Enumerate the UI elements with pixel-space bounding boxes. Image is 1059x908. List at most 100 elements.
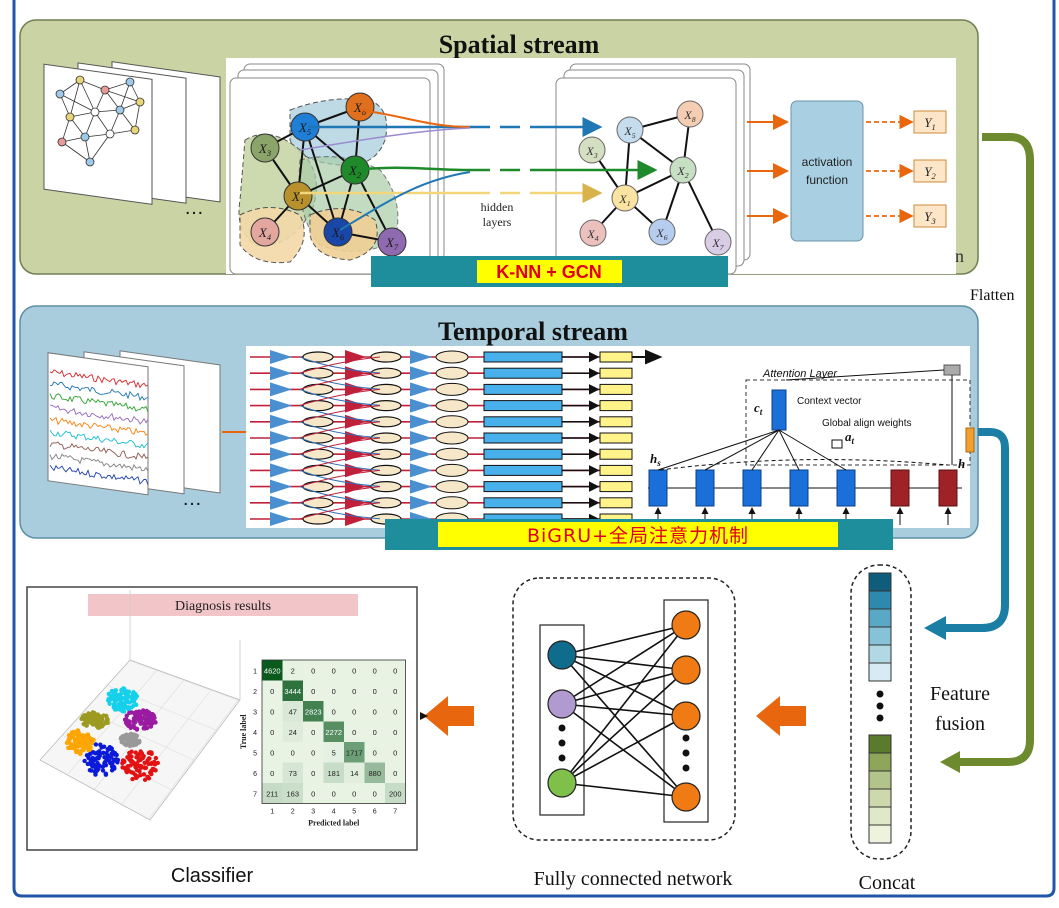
gcn-output-node-label: X3 [585,144,597,160]
scatter-point [124,713,129,718]
scatter-point [123,697,129,703]
scatter-point [101,722,106,727]
attention-layer: Attention Layer Context vector ct Global… [745,364,971,466]
scatter-point [147,721,153,727]
scatter-point [107,701,112,706]
scatter-point [87,718,92,724]
confusion-row-label: 2 [253,689,257,696]
scatter-point [79,748,84,754]
concat-spatial-cell [868,824,892,844]
scatter-point [145,774,150,779]
fc-input-neuron [547,768,577,798]
scatter-point [115,696,121,701]
confusion-cell [344,783,365,804]
confusion-cell [323,783,344,804]
scatter-point [100,768,106,773]
confusion-cell [323,721,344,742]
scatter-point [91,737,96,743]
confusion-value: 0 [311,666,315,675]
signal-input-stack [47,350,221,496]
bigru-hidden-block [483,367,563,379]
output-box [913,204,947,228]
mini-graph-node [125,77,135,87]
scatter-point [128,758,133,764]
encoder-state-block [695,469,715,507]
confusion-value: 0 [373,748,377,757]
ellipsis-dots: … [184,197,204,219]
concat-temporal-cell [868,590,892,610]
scatter-point [95,750,100,755]
confusion-cell [344,660,365,681]
temporal-to-concat-arrow [945,428,1009,632]
gcn-output-node-label: X8 [683,108,695,124]
scatter-point [80,733,86,738]
confusion-row-label: 3 [253,709,257,716]
scatter-point [104,751,109,756]
gcn-input-node-label: X2 [348,163,362,180]
spatial-banner-text: K-NN + GCN [496,262,602,282]
scatter-point [138,721,143,726]
scatter-point [148,750,153,755]
output-box [913,159,947,183]
signal-trace [49,393,149,413]
gcn-input-node-label: X4 [258,225,272,242]
attention-layer-title: Attention Layer [762,368,838,380]
mini-graph-node [85,157,95,167]
confusion-value: 0 [393,707,397,716]
scatter-point [112,707,118,712]
confusion-row-label: 6 [253,771,257,778]
scatter-point [96,766,101,772]
scatter-point [101,750,106,755]
confusion-value: 14 [350,769,358,778]
gcn-output-node [676,100,704,128]
scatter-point [135,752,141,757]
clipped-letter: n [955,246,964,266]
concat-temporal-cell [868,662,892,682]
activation-function-box [790,100,864,242]
confusion-value: 0 [352,666,356,675]
confusion-value: 0 [332,789,336,798]
confusion-col-label: 1 [270,809,274,816]
gcn-input-node-label: X1 [291,189,304,206]
context-vector-label: Context vector [797,396,862,407]
bigru-hidden-block [483,481,563,493]
confusion-value: 3444 [284,687,301,696]
classifier-label: Classifier [171,865,254,887]
scatter-point [133,691,138,697]
scatter-point [111,764,117,770]
scatter-point [134,726,140,731]
confusion-value: 4620 [264,666,281,675]
scatter-point [93,742,99,747]
gcn-input-node-label: X3 [258,141,271,158]
scatter-point [134,709,139,715]
graph-input-stack [43,61,221,205]
scatter-point [105,719,110,724]
scatter-point [109,751,114,756]
scatter-point [153,755,159,761]
scatter-point [108,693,114,699]
scatter-point [129,705,134,710]
gcn-output-node-label: X4 [586,227,598,243]
confusion-cell [385,783,406,804]
scatter-point [84,713,89,718]
signal-trace [49,381,149,402]
confusion-cell [364,701,385,722]
scatter-point [109,746,114,751]
mini-graph-node [90,107,100,117]
bigru-hidden-block [483,351,563,363]
confusion-value: 0 [373,728,377,737]
scatter-point [96,725,101,730]
confusion-value: 0 [270,687,274,696]
confusion-cell [262,742,283,763]
confusion-cell [364,721,385,742]
scatter-point [130,776,135,782]
gcn-output-node [579,219,607,247]
confusion-value: 0 [352,707,356,716]
confusion-cell [303,701,324,722]
confusion-cell [282,660,303,681]
concat-label: Concat [859,872,916,894]
scatter-point [137,740,142,745]
confusion-cell [385,721,406,742]
concat-temporal-cell [868,626,892,646]
